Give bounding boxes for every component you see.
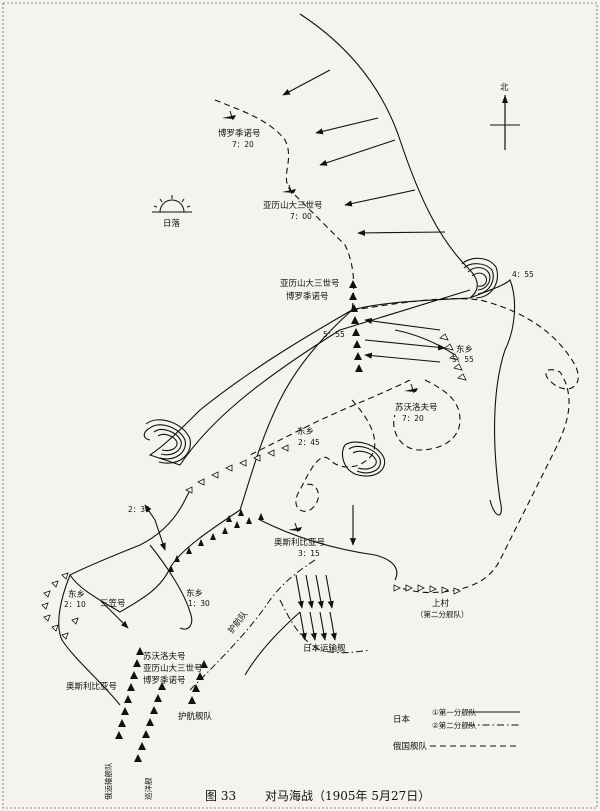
label-oslyabya-315-time: 3：15 bbox=[298, 549, 320, 558]
attack-arrow-7 bbox=[364, 339, 446, 351]
label-togo-210-time: 2：10 bbox=[64, 600, 86, 609]
japanese-column-togo-210 bbox=[41, 572, 79, 640]
label-alexander-700-time: 7：00 bbox=[290, 212, 312, 221]
togo-555-track bbox=[394, 329, 456, 356]
escort-track-2 bbox=[279, 599, 371, 654]
japanese-track-2 bbox=[69, 489, 191, 613]
attack-arrow-8 bbox=[364, 352, 441, 363]
label-suvorov-720: 苏沃洛夫号 bbox=[395, 402, 438, 413]
label-oslyabya-315: 奥斯利比亚号 bbox=[274, 537, 325, 548]
russian-column-center bbox=[349, 280, 363, 372]
legend-japan-line2-label: ②第二分舰队 bbox=[432, 720, 477, 730]
label-japanese-transports: 日本运输舰 bbox=[303, 643, 346, 654]
label-borodino-555: 博罗季诺号 bbox=[286, 291, 329, 302]
label-togo-210: 东乡 bbox=[68, 589, 85, 600]
russian-main-track bbox=[214, 99, 355, 311]
label-kamimura-sub: （第二分舰队） bbox=[416, 609, 469, 619]
label-borodino-720-time: 7：20 bbox=[232, 140, 254, 149]
legend-russia: 俄国舰队 bbox=[393, 741, 428, 752]
japanese-column-kamimura bbox=[393, 584, 461, 595]
sunset-label: 日落 bbox=[163, 218, 181, 229]
label-alexander-555: 亚历山大三世号 bbox=[280, 278, 340, 289]
japanese-track-loop-nw bbox=[148, 289, 471, 466]
russian-column-oslyabya-315 bbox=[168, 509, 264, 572]
attack-arrow-11 bbox=[99, 599, 129, 629]
label-escort: 护航队 bbox=[226, 609, 251, 636]
legend-japan-line1-label: ①第一分舰队 bbox=[432, 707, 477, 717]
label-escort-fleet: 护航舰队 bbox=[178, 711, 213, 722]
transports-track bbox=[244, 611, 301, 676]
attack-arrow-6 bbox=[364, 317, 441, 331]
russian-track-south bbox=[393, 379, 461, 451]
sunk-ship-oslyabya-icon bbox=[288, 522, 302, 533]
russian-column-escort bbox=[188, 660, 208, 704]
attack-arrow-1 bbox=[282, 69, 331, 96]
attack-arrow-3 bbox=[319, 139, 396, 166]
label-togo-130-time: 1：30 bbox=[188, 599, 210, 608]
japanese-track-south bbox=[119, 309, 353, 613]
label-time-230: 2：30 bbox=[128, 505, 150, 514]
attack-arrow-9 bbox=[154, 519, 166, 551]
attack-arrow-5 bbox=[357, 229, 446, 237]
label-mikasa: 三笠号 bbox=[100, 598, 126, 609]
russian-column-bottom-1 bbox=[115, 647, 144, 739]
label-kamimura: 上村 bbox=[432, 598, 450, 609]
legend: 日本 ①第一分舰队 ②第二分舰队 俄国舰队 bbox=[393, 707, 520, 752]
attack-arrow-2 bbox=[315, 117, 379, 135]
japanese-column-togo-245 bbox=[185, 444, 289, 494]
japanese-2nd-fleet-track bbox=[469, 279, 516, 516]
transport-arrows bbox=[295, 574, 337, 641]
label-bottom-vertical-1: 俄运输舰队 bbox=[103, 762, 113, 800]
label-time-455: 4：55 bbox=[512, 270, 534, 279]
label-suvorov-720-time: 7：20 bbox=[402, 414, 424, 423]
label-togo-245: 东乡 bbox=[297, 426, 314, 437]
label-borodino-720: 博罗季诺号 bbox=[218, 128, 261, 139]
sunk-ship-alexander-icon bbox=[282, 184, 296, 195]
label-togo-555: 东乡 bbox=[456, 344, 473, 355]
label-bottom-vertical-2: 巡洋舰 bbox=[143, 777, 153, 800]
label-togo-555-time: 5：55 bbox=[452, 355, 474, 364]
russian-track-mid bbox=[295, 399, 376, 512]
japanese-2nd-fleet-loop bbox=[461, 257, 498, 299]
label-oslyabya-left: 奥斯利比亚号 bbox=[66, 681, 117, 692]
japanese-loop-west bbox=[143, 419, 191, 464]
compass-north-label: 北 bbox=[500, 83, 509, 93]
attack-arrow-4 bbox=[344, 189, 416, 207]
escort-track-1 bbox=[189, 559, 316, 691]
label-suvorov-group-1: 苏沃洛夫号 bbox=[143, 651, 186, 662]
russian-column-bottom-2 bbox=[134, 682, 166, 762]
japanese-column-togo-555 bbox=[439, 333, 467, 381]
label-alexander-700: 亚历山大三世号 bbox=[263, 200, 323, 211]
label-togo-130: 东乡 bbox=[186, 588, 203, 599]
sunk-ship-suvorov-icon bbox=[404, 383, 418, 394]
figure-title: 对马海战（1905年 5月27日） bbox=[265, 788, 430, 803]
compass-icon bbox=[490, 95, 520, 150]
japanese-cross-track bbox=[259, 519, 398, 581]
japanese-track-lower bbox=[58, 574, 121, 706]
label-suvorov-group-3: 博罗季诺号 bbox=[143, 675, 186, 686]
label-alex-borodino-time: 5：55 bbox=[323, 330, 345, 339]
togo-245-loop bbox=[341, 441, 386, 477]
russian-track-loop-east bbox=[351, 298, 579, 594]
sunk-ship-borodino-icon bbox=[222, 110, 236, 121]
attack-arrow-10 bbox=[144, 504, 156, 521]
japanese-main-track bbox=[299, 13, 478, 299]
label-suvorov-group-2: 亚历山大三世号 bbox=[143, 663, 203, 674]
legend-japan: 日本 bbox=[393, 714, 411, 725]
label-togo-245-time: 2：45 bbox=[298, 438, 320, 447]
figure-number: 图 33 bbox=[205, 789, 236, 803]
sunset-icon bbox=[152, 195, 192, 213]
togo-130-track bbox=[149, 544, 193, 630]
russian-dashed-loop-left bbox=[249, 379, 411, 456]
